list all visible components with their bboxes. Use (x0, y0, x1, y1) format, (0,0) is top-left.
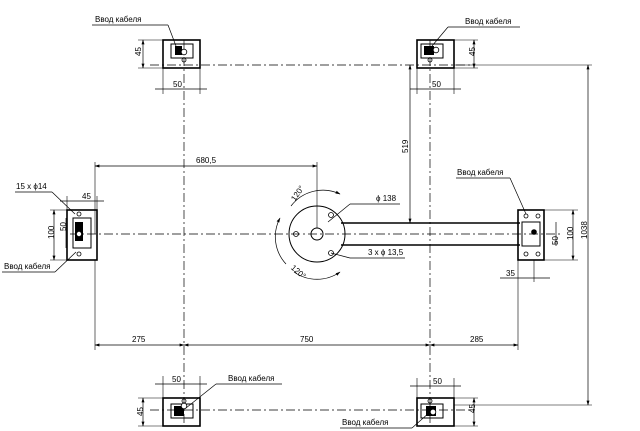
foot-top-left: 45 50 Ввод кабеля (92, 15, 207, 94)
dim-1038: 1038 (580, 221, 589, 239)
dim-50-bottom-right: 50 (433, 377, 442, 386)
angle-120-top: 120° (289, 184, 306, 203)
dim-45-left: 45 (82, 192, 91, 201)
dim-35-right: 35 (506, 269, 515, 278)
cable-entry-label-bottom-right: Ввод кабеля (342, 418, 388, 427)
dim-45-top-right: 45 (468, 47, 477, 56)
cable-entry-label-left: Ввод кабеля (4, 262, 50, 271)
cable-entry-label-right: Ввод кабеля (457, 168, 503, 177)
dim-750: 750 (300, 335, 314, 344)
dim-275: 275 (132, 335, 146, 344)
holes-14-label: 15 x ϕ14 (16, 182, 47, 191)
dim-100-right: 100 (566, 226, 575, 240)
dim-50-top-right: 50 (432, 80, 441, 89)
support-arm (341, 222, 520, 246)
foot-right: 100 50 35 Ввод кабеля (456, 168, 578, 282)
overall-dimensions: 680,5 519 1038 275 750 285 (94, 64, 592, 406)
cable-entry-label-top-left: Ввод кабеля (95, 15, 141, 24)
dim-50-bottom-left: 50 (172, 375, 181, 384)
foot-top-right: 45 50 Ввод кабеля (410, 17, 520, 94)
center-axes (70, 40, 560, 425)
dim-285: 285 (470, 335, 484, 344)
foot-bottom-left: 45 50 Ввод кабеля (136, 374, 282, 427)
dim-45-top-left: 45 (134, 47, 143, 56)
central-mount: 120° 120° ϕ 138 3 x ϕ 13,5 (274, 184, 405, 281)
cable-entry-label-bottom-left: Ввод кабеля (228, 374, 274, 383)
dim-50-right: 50 (551, 236, 560, 245)
dim-680-5: 680,5 (196, 156, 217, 165)
dim-45-bottom-right: 45 (468, 404, 477, 413)
dim-50-top-left: 50 (173, 80, 182, 89)
dim-519: 519 (401, 139, 410, 153)
foot-bottom-right: 45 50 Ввод кабеля (340, 377, 478, 429)
angle-120-bottom: 120° (289, 263, 307, 281)
cable-entry-label-top-right: Ввод кабеля (465, 17, 511, 26)
dia-138-label: ϕ 138 (376, 194, 397, 203)
dim-45-bottom-left: 45 (136, 407, 145, 416)
holes-13-5-label: 3 x ϕ 13,5 (368, 248, 404, 257)
dim-50-left: 50 (59, 222, 68, 231)
dim-100-left: 100 (47, 225, 56, 239)
foot-left: 100 50 45 15 x ϕ14 Ввод кабеля (2, 182, 104, 273)
